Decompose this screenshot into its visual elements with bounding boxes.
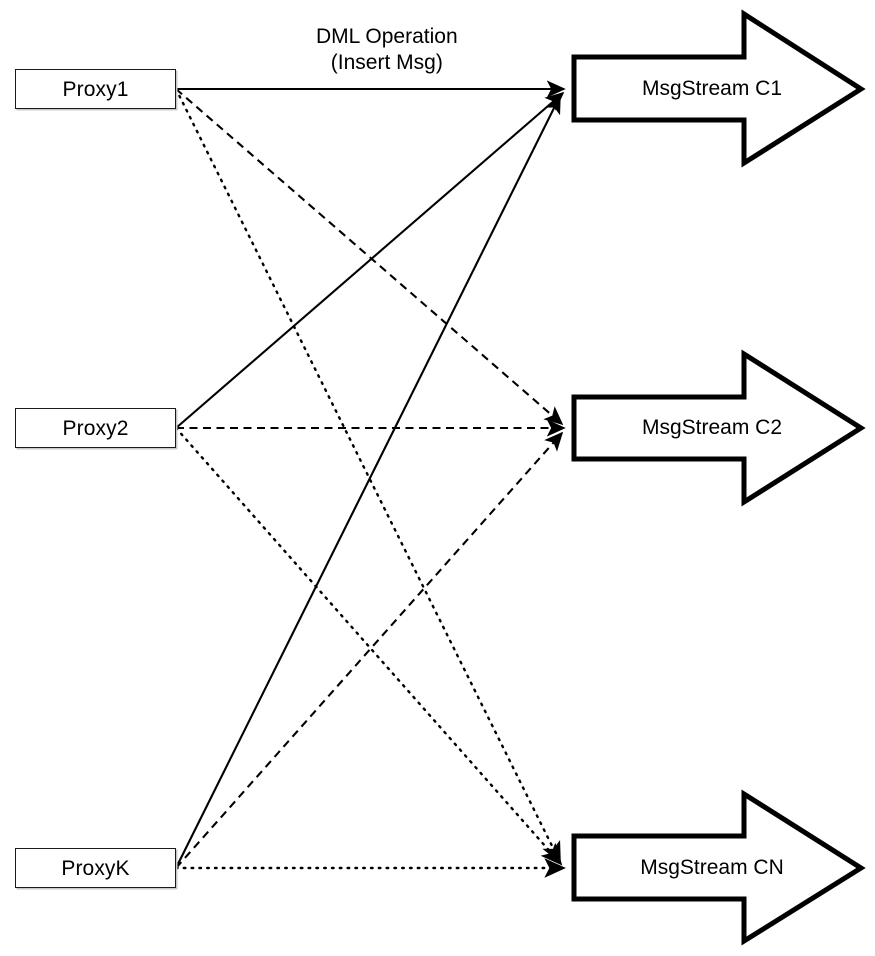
connection-dotted-2 — [174, 87, 562, 864]
dml-operation-label-line1: DML Operation — [316, 25, 458, 48]
connection-dotted-5 — [174, 426, 563, 866]
proxy-box-3[interactable]: ProxyK — [15, 848, 176, 888]
stream-block-arrow-1[interactable] — [571, 9, 866, 168]
proxy-label-1: Proxy1 — [62, 77, 129, 101]
connection-solid-6 — [175, 94, 561, 869]
stream-label-2: MsgStream C2 — [641, 416, 783, 439]
stream-shapes-group — [571, 9, 866, 946]
proxy-box-2[interactable]: Proxy2 — [15, 408, 176, 448]
connection-dashed-1 — [175, 88, 564, 426]
connection-solid-3 — [175, 91, 565, 429]
stream-block-arrow-3[interactable] — [571, 789, 866, 946]
dml-operation-label-line2: (Insert Msg) — [330, 50, 443, 74]
stream-label-3: MsgStream CN — [640, 856, 784, 879]
proxy-box-1[interactable]: Proxy1 — [15, 69, 176, 109]
edges-group — [174, 80, 566, 878]
stream-block-arrow-2[interactable] — [571, 349, 866, 507]
dml-operation-label: DML Operation (Insert Msg) — [316, 24, 458, 75]
stream-label-1: MsgStream C1 — [641, 77, 783, 100]
proxy-label-3: ProxyK — [61, 856, 130, 880]
connection-dashed-7 — [175, 431, 564, 869]
proxy-label-2: Proxy2 — [62, 416, 129, 440]
